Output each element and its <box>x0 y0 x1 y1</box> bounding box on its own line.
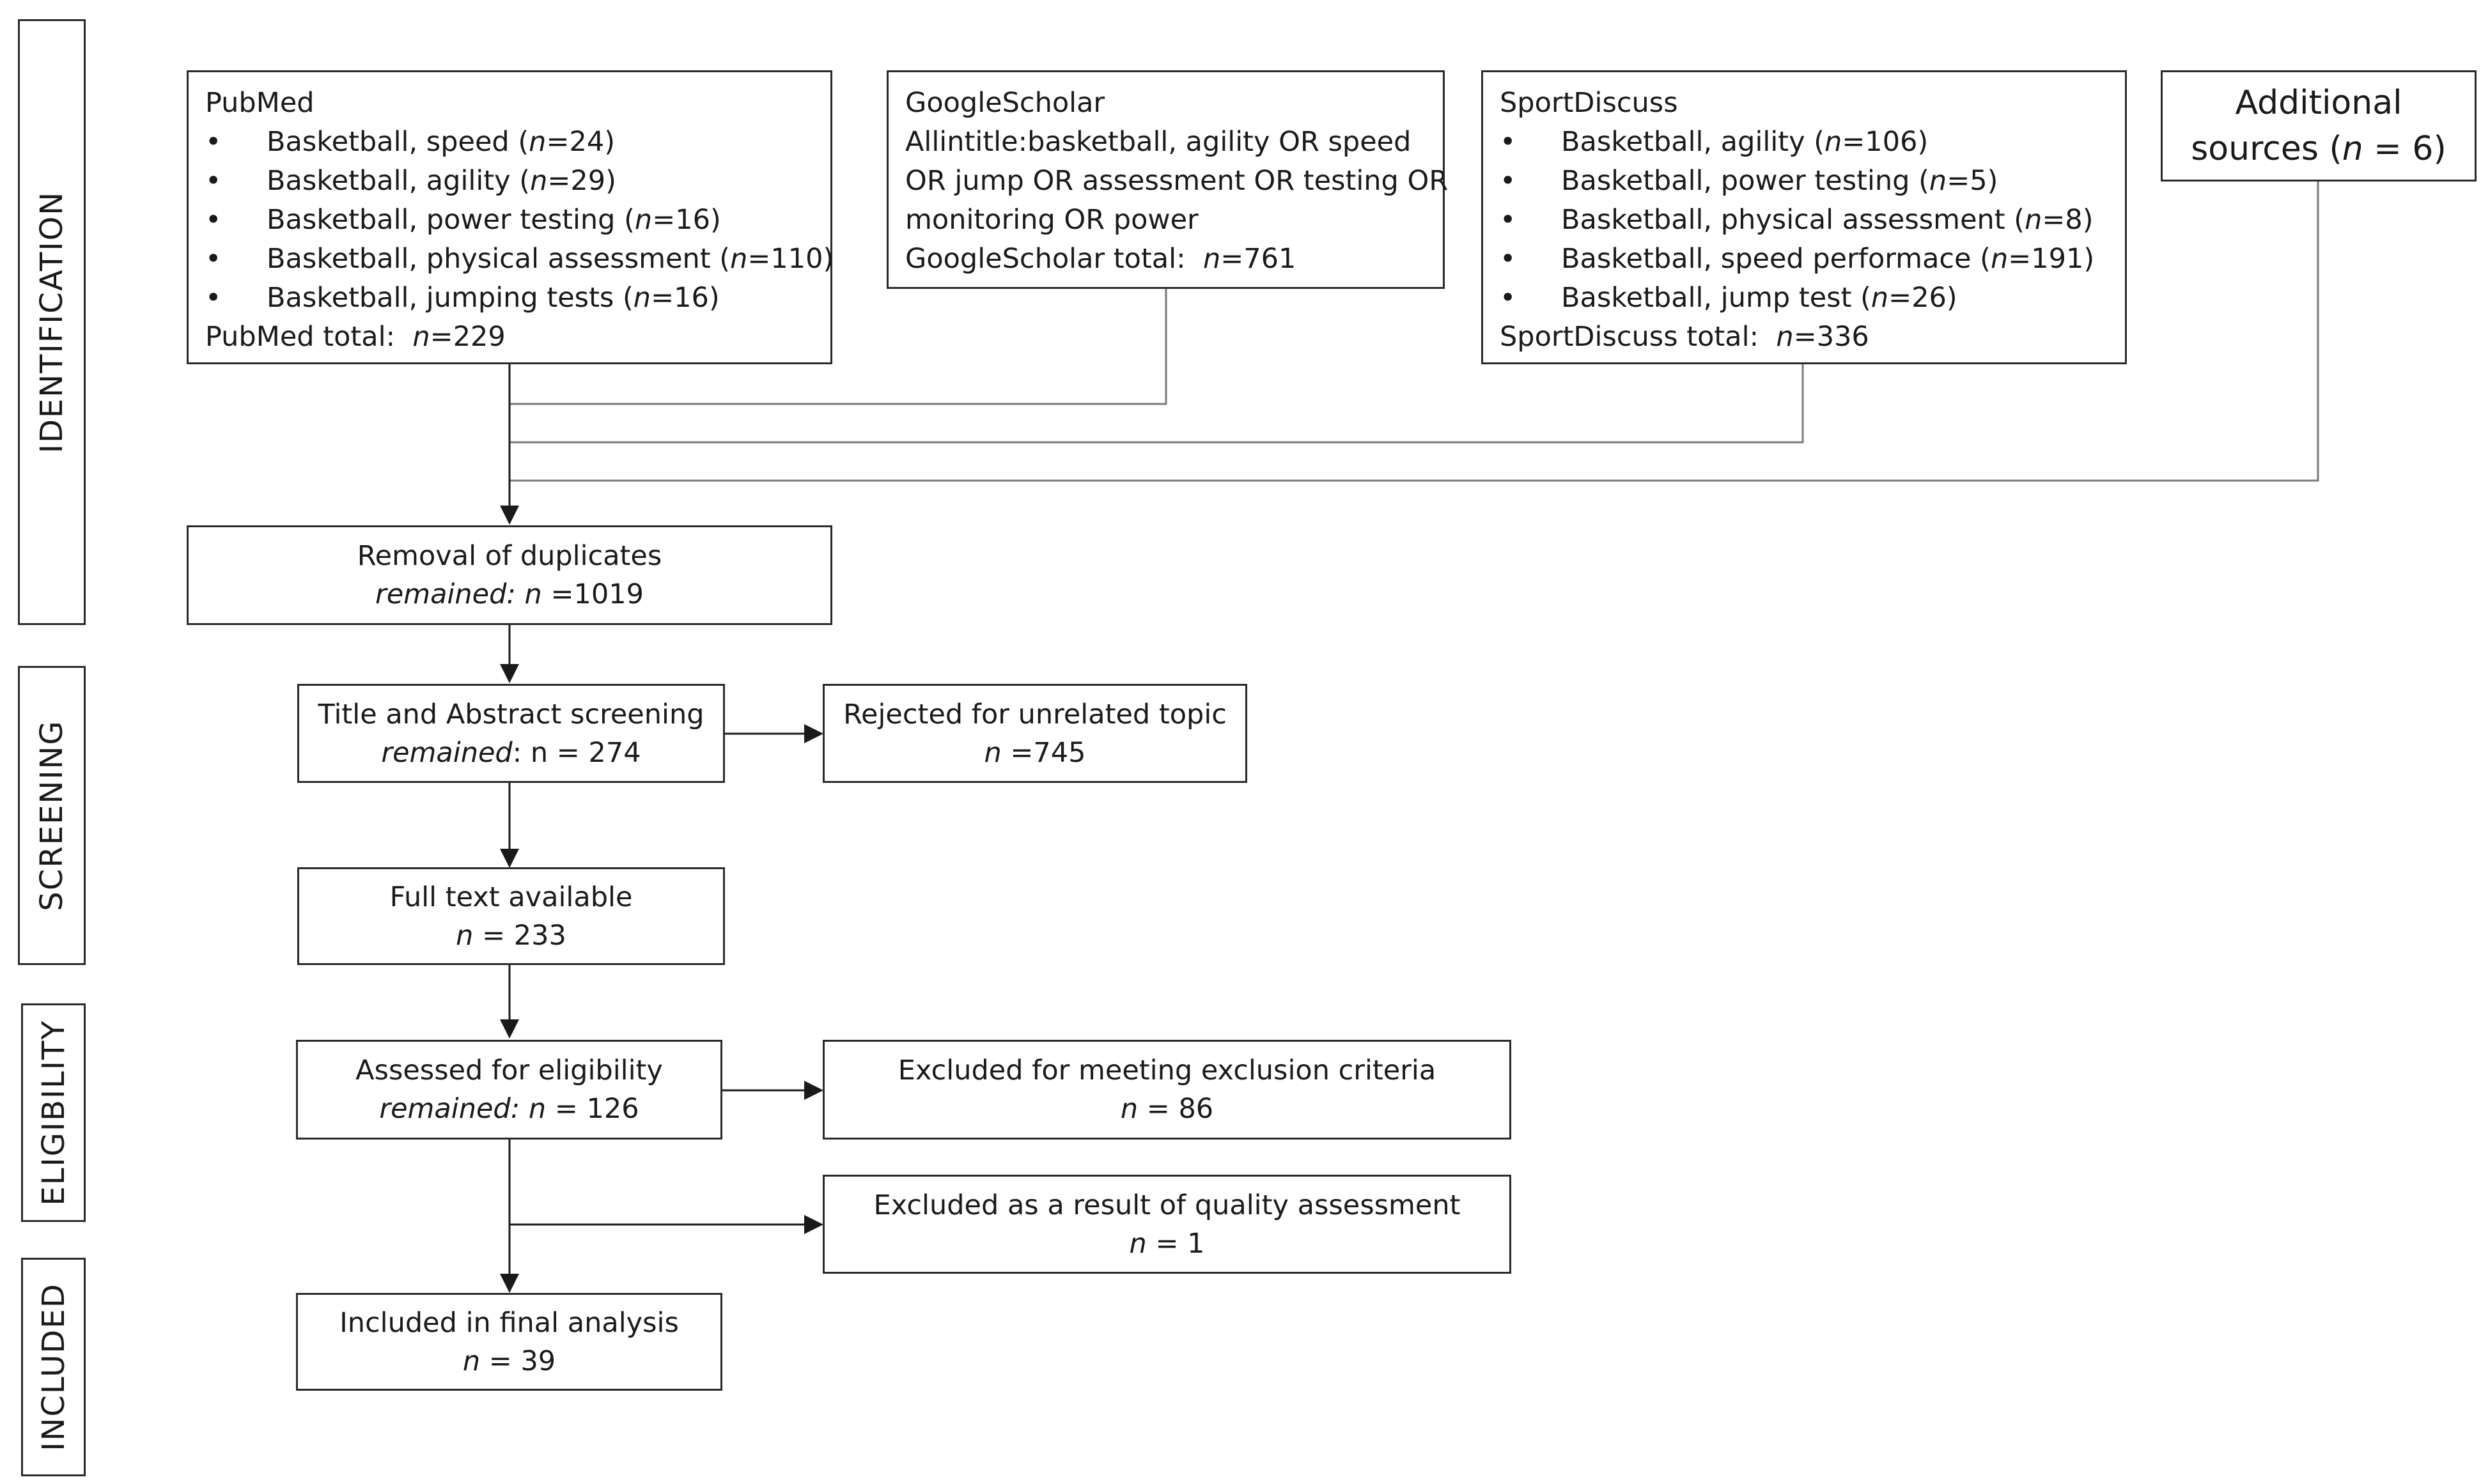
sportdiscuss-items: Basketball, agility (n=106)Basketball, p… <box>1500 123 2108 318</box>
connector-additional <box>509 182 2319 482</box>
pubmed-box: PubMed Basketball, speed (n=24)Basketbal… <box>187 70 834 364</box>
sport-item: Basketball, physical assessment (n=8) <box>1500 201 2108 240</box>
pubmed-items: Basketball, speed (n=24)Basketball, agil… <box>205 123 834 318</box>
stage-screening: SCREENING <box>18 666 86 965</box>
sportdiscuss-box: SportDiscuss Basketball, agility (n=106)… <box>1481 70 2127 364</box>
pubmed-item: Basketball, jumping tests (n=16) <box>205 279 814 318</box>
pubmed-total: PubMed total: n=229 <box>205 321 506 353</box>
connector-google <box>509 289 1167 405</box>
removal-count: remained: n =1019 <box>375 578 644 610</box>
rejected-unrelated-topic-box: Rejected for unrelated topic n =745 <box>823 684 1247 783</box>
fulltext-count: n = 233 <box>456 919 566 952</box>
title-abstract-count: remained: n = 274 <box>381 736 641 769</box>
included-final-analysis-box: Included in final analysis n = 39 <box>296 1293 722 1391</box>
sport-item: Basketball, speed performace (n=191) <box>1500 240 2108 279</box>
pubmed-item: Basketball, speed (n=24) <box>205 123 814 162</box>
included-count: n = 39 <box>462 1345 556 1377</box>
removal-title: Removal of duplicates <box>357 540 662 572</box>
excluded-quality-count: n = 1 <box>1129 1227 1205 1260</box>
title-abstract-title: Title and Abstract screening <box>318 698 704 730</box>
sportdiscuss-total: SportDiscuss total: n=336 <box>1500 321 1869 353</box>
connector-sport <box>509 364 1804 444</box>
pubmed-item: Basketball, agility (n=29) <box>205 162 814 201</box>
excluded-criteria-title: Excluded for meeting exclusion criteria <box>898 1055 1436 1086</box>
included-title: Included in final analysis <box>339 1306 679 1339</box>
full-text-available-box: Full text available n = 233 <box>297 867 725 965</box>
fulltext-title: Full text available <box>389 881 633 913</box>
google-query-line-2: OR jump OR assessment OR testing OR <box>905 165 1449 197</box>
sport-item: Basketball, power testing (n=5) <box>1500 162 2108 201</box>
excluded-criteria-box: Excluded for meeting exclusion criteria … <box>823 1040 1511 1140</box>
sport-item: Basketball, agility (n=106) <box>1500 123 2108 162</box>
title-abstract-screening-box: Title and Abstract screening remained: n… <box>297 684 725 783</box>
pubmed-item: Basketball, physical assessment (n=110) <box>205 240 834 279</box>
stage-included: INCLUDED <box>21 1258 86 1476</box>
additional-sources-box: Additional sources (n = 6) <box>2161 70 2477 182</box>
pubmed-title: PubMed <box>205 87 315 119</box>
excluded-quality-box: Excluded as a result of quality assessme… <box>823 1175 1511 1274</box>
stage-identification: IDENTIFICATION <box>18 19 86 625</box>
additional-sources-line-1: Additional <box>2235 84 2402 122</box>
google-scholar-title: GoogleScholar <box>905 87 1105 119</box>
google-query-line-1: Allintitle:basketball, agility OR speed <box>905 126 1412 158</box>
removal-of-duplicates-box: Removal of duplicates remained: n =1019 <box>187 525 832 625</box>
additional-sources-line-2: sources (n = 6) <box>2191 130 2446 168</box>
eligibility-count: remained: n = 126 <box>379 1093 639 1125</box>
pubmed-item: Basketball, power testing (n=16) <box>205 201 814 240</box>
google-scholar-box: GoogleScholar Allintitle:basketball, agi… <box>887 70 1449 289</box>
rejected-title: Rejected for unrelated topic <box>843 698 1227 730</box>
excluded-quality-title: Excluded as a result of quality assessme… <box>873 1189 1461 1221</box>
stage-eligibility: ELIGIBILITY <box>21 1003 86 1222</box>
assessed-eligibility-box: Assessed for eligibility remained: n = 1… <box>296 1040 722 1140</box>
sportdiscuss-title: SportDiscuss <box>1500 87 1678 119</box>
google-scholar-total: GoogleScholar total: n=761 <box>905 243 1296 275</box>
sport-item: Basketball, jump test (n=26) <box>1500 279 2108 318</box>
rejected-count: n =745 <box>984 736 1086 769</box>
eligibility-title: Assessed for eligibility <box>355 1055 663 1086</box>
google-query-line-3: monitoring OR power <box>905 204 1199 236</box>
excluded-criteria-count: n = 86 <box>1120 1093 1214 1125</box>
